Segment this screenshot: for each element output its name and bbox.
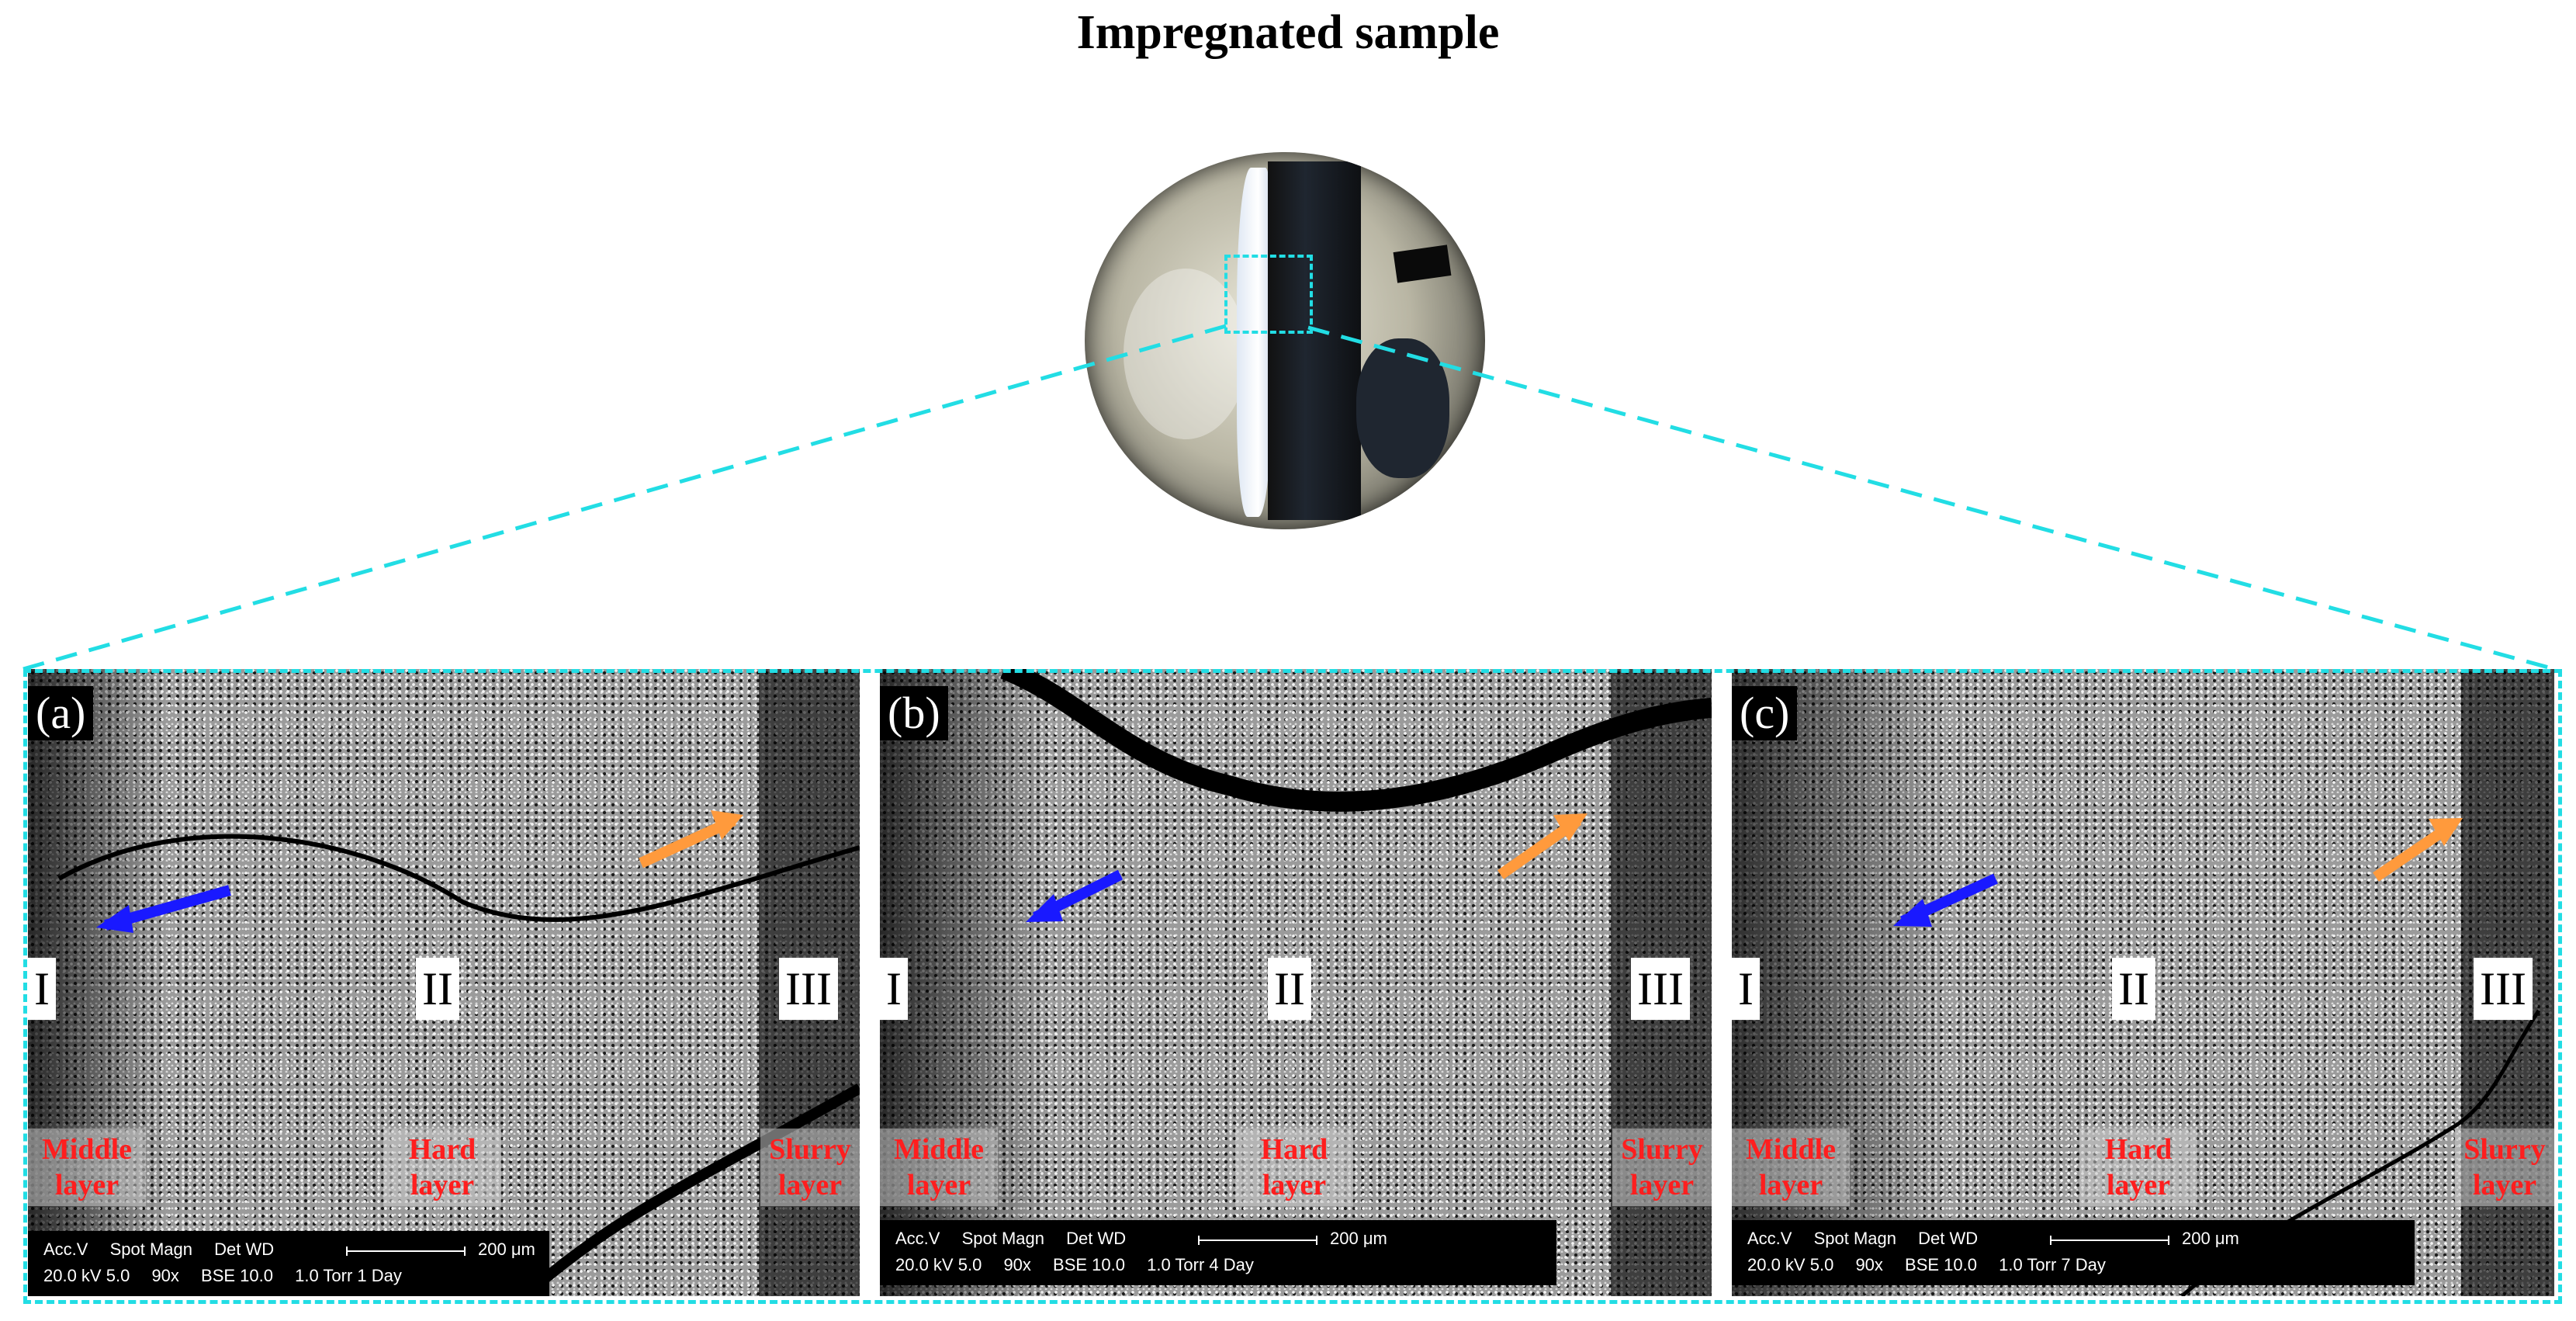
databar-acc-value-b: 20.0 kV 5.0 (895, 1255, 982, 1274)
hard-layer-label-b: Hard layer (1235, 1129, 1353, 1206)
panel-label-a: (a) (28, 686, 94, 740)
orange-arrowhead-a (711, 810, 743, 840)
zoom-line-left (23, 324, 1227, 671)
databar-magn-value-b: 90x (1003, 1255, 1031, 1274)
cracks-b (1000, 669, 1712, 923)
zone-label-c-3: III (2474, 958, 2533, 1020)
zone-label-c-1: I (1732, 958, 1760, 1020)
databar-accv-a: Acc.V (43, 1240, 88, 1259)
databar-info-c: 1.0 Torr 7 Day (1999, 1255, 2106, 1274)
databar-header-b: Acc.V Spot Magn Det WD (895, 1228, 1143, 1250)
databar-acc-value-a: 20.0 kV 5.0 (43, 1266, 130, 1285)
scale-bar-a (346, 1246, 466, 1256)
panel-b: (b) I II III Middle layer Hard layer Slu… (880, 669, 1712, 1296)
scale-bar-b (1198, 1236, 1317, 1245)
middle-layer-label-a: Middle layer (28, 1129, 146, 1206)
sample-photo (1085, 152, 1485, 529)
hard-layer-label-c: Hard layer (2079, 1129, 2197, 1206)
sample-white-band (1237, 168, 1272, 517)
zone-label-a-3: III (779, 958, 838, 1020)
orange-arrowhead-c (2429, 818, 2463, 846)
databar-values-c: 20.0 kV 5.0 90x BSE 10.0 1.0 Torr 7 Day (1747, 1254, 2123, 1276)
databar-spot-b: Spot Magn (961, 1229, 1044, 1248)
databar-det-b: Det WD (1066, 1229, 1127, 1248)
region-of-interest-box (1224, 255, 1313, 334)
zone-label-a-2: II (416, 958, 459, 1020)
databar-values-b: 20.0 kV 5.0 90x BSE 10.0 1.0 Torr 4 Day (895, 1254, 1271, 1276)
databar-acc-value-c: 20.0 kV 5.0 (1747, 1255, 1834, 1274)
sem-databar-c: Acc.V Spot Magn Det WD 200 μm 20.0 kV 5.… (1732, 1220, 2415, 1285)
crack-a-1 (57, 834, 860, 922)
zone-label-b-3: III (1631, 958, 1690, 1020)
databar-info-b: 1.0 Torr 4 Day (1147, 1255, 1254, 1274)
cracks-a (57, 810, 860, 1296)
scale-text-b: 200 μm (1330, 1229, 1387, 1248)
databar-values-a: 20.0 kV 5.0 90x BSE 10.0 1.0 Torr 1 Day (43, 1265, 419, 1287)
databar-header-a: Acc.V Spot Magn Det WD (43, 1239, 291, 1260)
databar-magn-value-c: 90x (1855, 1255, 1883, 1274)
panel-a: (a) I II III Middle layer Hard layer Slu… (28, 669, 860, 1296)
scale-text-c: 200 μm (2182, 1229, 2239, 1248)
databar-magn-value-a: 90x (151, 1266, 179, 1285)
orange-arrowhead-b (1553, 813, 1587, 841)
zoom-line-right (1307, 325, 2555, 671)
databar-header-c: Acc.V Spot Magn Det WD (1747, 1228, 1995, 1250)
middle-layer-label-c: Middle layer (1732, 1129, 1850, 1206)
sem-databar-b: Acc.V Spot Magn Det WD 200 μm 20.0 kV 5.… (880, 1220, 1556, 1285)
zone-label-c-2: II (2112, 958, 2155, 1020)
slurry-layer-label-b: Slurry layer (1612, 1129, 1712, 1206)
databar-det-value-b: BSE 10.0 (1053, 1255, 1125, 1274)
crack-a-2 (521, 1083, 860, 1296)
databar-det-a: Det WD (214, 1240, 275, 1259)
sample-dark-region (1356, 338, 1449, 478)
scale-text-a: 200 μm (478, 1240, 535, 1259)
slurry-layer-label-c: Slurry layer (2455, 1129, 2554, 1206)
databar-det-value-a: BSE 10.0 (201, 1266, 273, 1285)
databar-info-a: 1.0 Torr 1 Day (295, 1266, 402, 1285)
sample-dark-band (1268, 161, 1361, 520)
databar-det-c: Det WD (1918, 1229, 1979, 1248)
middle-layer-label-b: Middle layer (880, 1129, 998, 1206)
databar-accv-c: Acc.V (1747, 1229, 1792, 1248)
blue-arrowhead-a (96, 905, 133, 933)
zone-label-b-2: II (1268, 958, 1311, 1020)
panel-label-b: (b) (880, 686, 948, 740)
databar-spot-a: Spot Magn (109, 1240, 192, 1259)
hard-layer-label-a: Hard layer (383, 1129, 501, 1206)
crack-b-1 (1000, 669, 1712, 812)
blue-arrowhead-c (1893, 899, 1932, 927)
panel-c: (c) I II III Middle layer Hard layer Slu… (1732, 669, 2554, 1296)
figure-title: Impregnated sample (1076, 6, 1500, 59)
blue-arrowhead-b (1026, 894, 1063, 922)
scale-bar-c (2050, 1236, 2169, 1245)
databar-spot-c: Spot Magn (1813, 1229, 1896, 1248)
slurry-layer-label-a: Slurry layer (760, 1129, 860, 1206)
panel-label-c: (c) (1732, 686, 1798, 740)
sem-databar-a: Acc.V Spot Magn Det WD 200 μm 20.0 kV 5.… (28, 1231, 549, 1296)
zone-label-a-1: I (28, 958, 56, 1020)
databar-accv-b: Acc.V (895, 1229, 940, 1248)
zone-label-b-1: I (880, 958, 908, 1020)
databar-det-value-c: BSE 10.0 (1905, 1255, 1977, 1274)
